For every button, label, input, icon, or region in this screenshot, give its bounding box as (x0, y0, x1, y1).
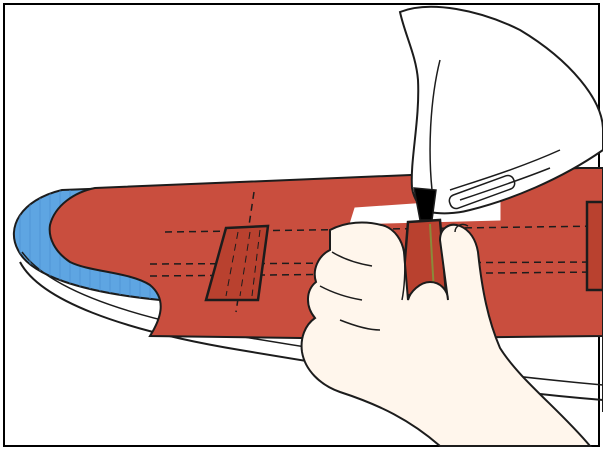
pattern-piece-right (587, 202, 603, 290)
